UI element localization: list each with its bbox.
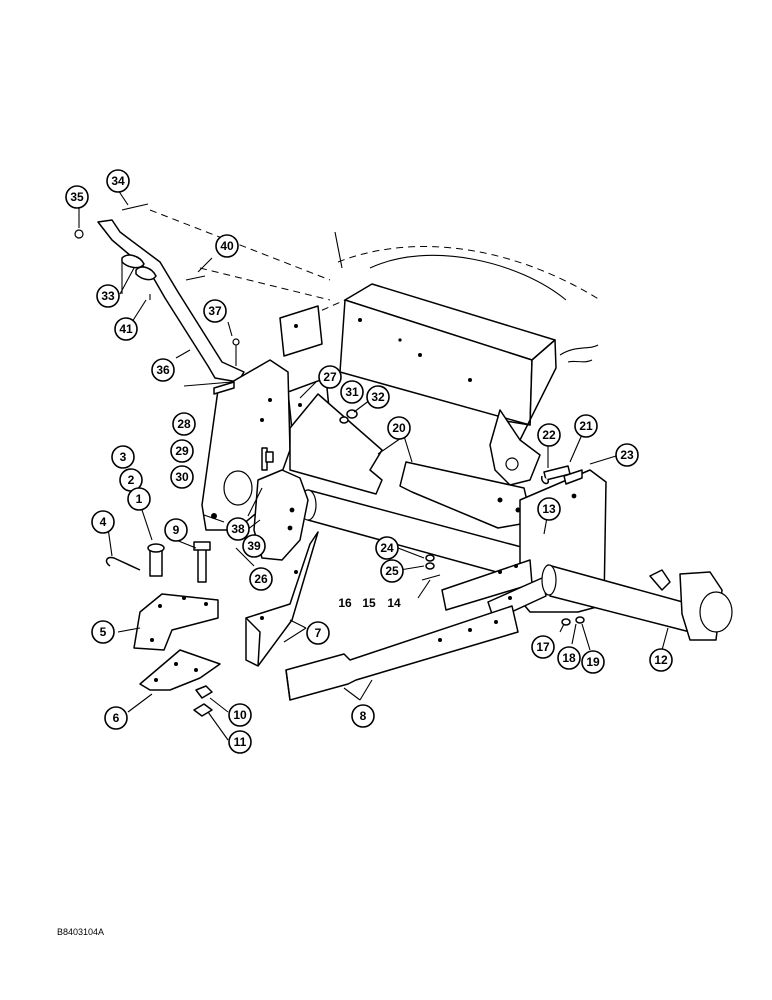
callout-5-circle <box>91 620 115 644</box>
callout-30: 30 <box>175 470 189 484</box>
callout-26-circle <box>249 567 273 591</box>
callout-28: 28 <box>177 417 191 431</box>
callout-17: 17 <box>536 640 550 654</box>
callout-4: 4 <box>100 515 107 529</box>
callout-19: 19 <box>586 655 600 669</box>
callout-20-circle <box>387 416 411 440</box>
label-14: 14 <box>387 596 401 610</box>
callout-26: 26 <box>254 572 268 586</box>
callout-3: 3 <box>120 450 127 464</box>
hardware <box>105 381 585 717</box>
callout-22-circle <box>537 423 561 447</box>
callout-31: 31 <box>345 385 359 399</box>
part-38-39-bracket <box>253 447 309 561</box>
part-20-channel <box>289 393 533 529</box>
callout-41-circle <box>114 317 138 341</box>
callout-25: 25 <box>385 564 399 578</box>
callout-36-circle <box>151 358 175 382</box>
part-12-axle <box>541 564 733 641</box>
tractor-outline <box>149 209 601 363</box>
callout-33-circle <box>96 284 120 308</box>
callout-30-circle <box>170 465 194 489</box>
callout-labels: 34 35 40 33 41 37 36 27 31 32 28 29 30 2… <box>65 169 673 754</box>
callout-33: 33 <box>101 289 115 303</box>
callout-31-circle <box>340 380 364 404</box>
callout-11-circle <box>228 730 252 754</box>
part-5-bracket <box>133 593 219 651</box>
callout-24: 24 <box>380 541 394 555</box>
callout-3-circle <box>111 445 135 469</box>
callout-35: 35 <box>70 190 84 204</box>
figure-id: B8403104A <box>57 927 104 937</box>
callout-10: 10 <box>233 708 247 722</box>
callout-21-circle <box>574 414 598 438</box>
callout-22: 22 <box>542 428 556 442</box>
callout-32: 32 <box>371 390 385 404</box>
callout-18-circle <box>557 646 581 670</box>
callout-41: 41 <box>119 322 133 336</box>
callout-9-circle <box>164 518 188 542</box>
callout-28-circle <box>172 412 196 436</box>
callout-19-circle <box>581 650 605 674</box>
label-15: 15 <box>362 596 376 610</box>
callout-13: 13 <box>542 502 556 516</box>
part-6-bracket <box>139 649 221 691</box>
callout-7: 7 <box>315 626 322 640</box>
part-8-long-tube <box>285 605 519 701</box>
callout-34-circle <box>106 169 130 193</box>
callout-36: 36 <box>156 363 170 377</box>
label-16: 16 <box>338 596 352 610</box>
engine-block <box>339 283 557 486</box>
callout-39: 39 <box>247 539 261 553</box>
callout-24-circle <box>375 536 399 560</box>
callout-5: 5 <box>100 625 107 639</box>
callout-12-circle <box>649 648 673 672</box>
callout-17-circle <box>531 635 555 659</box>
callout-37-circle <box>203 299 227 323</box>
callout-27-circle <box>318 365 342 389</box>
callout-32-circle <box>366 385 390 409</box>
callout-6: 6 <box>113 711 120 725</box>
callout-21: 21 <box>579 419 593 433</box>
callout-1: 1 <box>136 492 143 506</box>
callout-13-circle <box>537 497 561 521</box>
callout-34: 34 <box>111 174 125 188</box>
callout-37: 37 <box>208 304 222 318</box>
callout-12: 12 <box>654 653 668 667</box>
callout-2: 2 <box>128 473 135 487</box>
callout-38: 38 <box>231 522 245 536</box>
callout-18: 18 <box>562 651 576 665</box>
callout-29: 29 <box>175 444 189 458</box>
callout-1-circle <box>127 487 151 511</box>
callout-20: 20 <box>392 421 406 435</box>
callout-11: 11 <box>234 735 247 749</box>
callout-6-circle <box>104 706 128 730</box>
callout-35-circle <box>65 185 89 209</box>
callout-9: 9 <box>173 523 180 537</box>
callout-40: 40 <box>220 239 234 253</box>
callout-29-circle <box>170 439 194 463</box>
callout-7-circle <box>306 621 330 645</box>
callout-10-circle <box>228 703 252 727</box>
callout-39-circle <box>242 534 266 558</box>
part-7-tube <box>245 531 319 667</box>
callout-4-circle <box>91 510 115 534</box>
callout-27: 27 <box>323 370 337 384</box>
callout-8-circle <box>351 704 375 728</box>
callout-40-circle <box>215 234 239 258</box>
callout-38-circle <box>226 517 250 541</box>
callout-23: 23 <box>620 448 634 462</box>
callout-25-circle <box>380 559 404 583</box>
callout-8: 8 <box>360 709 367 723</box>
callout-23-circle <box>615 443 639 467</box>
